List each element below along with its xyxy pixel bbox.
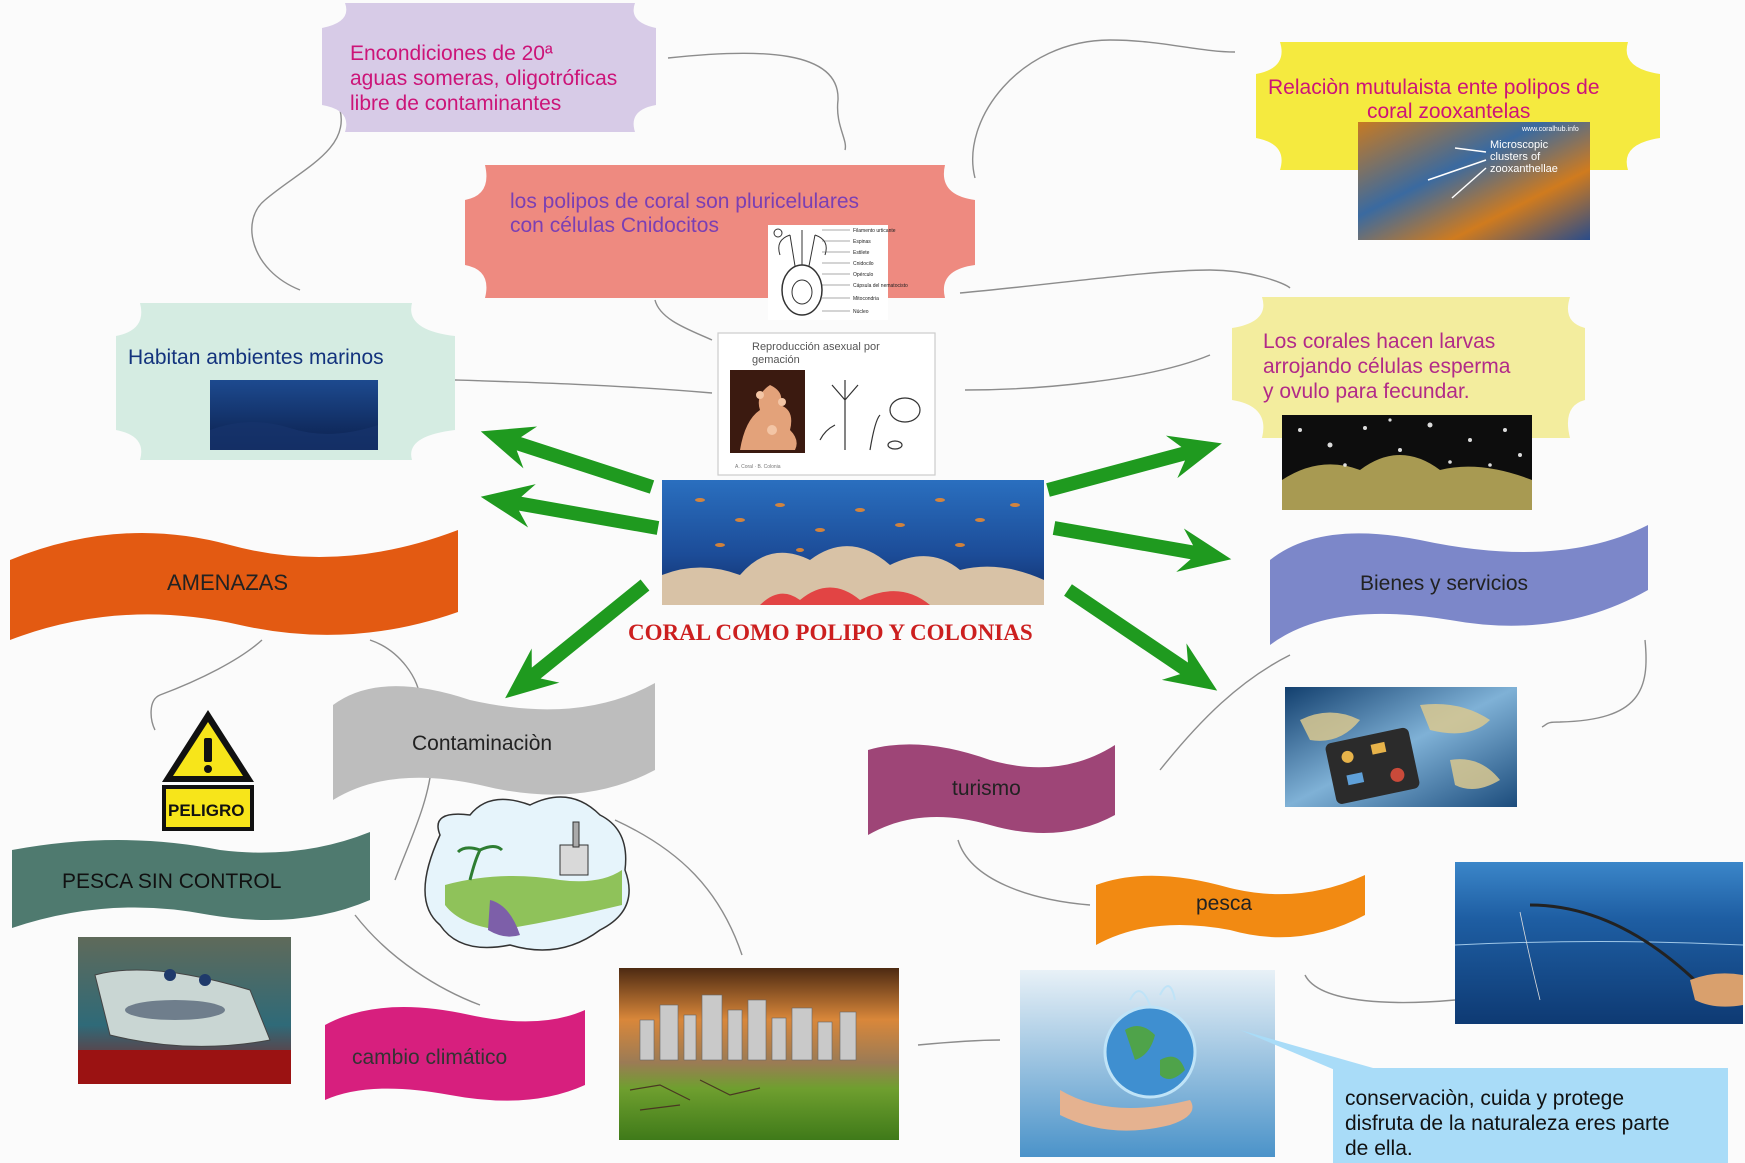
bienes-label: Bienes y servicios: [1360, 572, 1528, 595]
central-coral-photo: [662, 480, 1044, 605]
globe-hands-photo: [1020, 970, 1275, 1157]
svg-text:Relaciòn mutulaista ente polip: Relaciòn mutulaista ente polipos de cora…: [1268, 76, 1605, 123]
habitan-label: Habitan ambientes marinos: [128, 346, 384, 369]
pesca-label: pesca: [1196, 892, 1252, 915]
svg-text:conservaciòn, cuida y protege: conservaciòn, cuida y protege disfruta d…: [1345, 1087, 1675, 1160]
svg-text:Encondiciones de 20ª agu: Encondiciones de 20ª aguas someras, olig…: [350, 42, 623, 115]
fishing-boat-photo: [78, 937, 291, 1084]
node-bienes[interactable]: Bienes y servicios: [1270, 525, 1648, 645]
reproduccion-image: Reproducción asexual por gemación A. Cor…: [717, 332, 936, 476]
conservacion-line: conservaciòn, cuida y protege: [1345, 1087, 1624, 1110]
cnido-label: Cnidocilo: [853, 261, 874, 267]
pesca-sin-control-label: PESCA SIN CONTROL: [62, 870, 281, 893]
cnido-label: Opérculo: [853, 272, 874, 278]
turismo-label: turismo: [952, 777, 1021, 800]
conservacion-line: de ella.: [1345, 1137, 1413, 1160]
larvas-line: y ovulo para fecundar.: [1263, 380, 1470, 403]
larvas-line: arrojando células esperma: [1263, 355, 1511, 378]
zoox-site: www.coralhub.info: [1521, 126, 1579, 133]
node-contaminacion[interactable]: Contaminaciòn: [333, 683, 655, 800]
climate-photo: [619, 968, 899, 1140]
svg-text:Reproducción asexual por: Reproducción asexual por gemación: [752, 341, 883, 366]
node-condiciones[interactable]: Encondiciones de 20ª aguas someras, olig…: [322, 3, 656, 132]
conservacion-line: disfruta de la naturaleza eres parte: [1345, 1112, 1670, 1135]
connector-lines: [150, 39, 1647, 1046]
zooxanthellae-photo: [1358, 122, 1590, 240]
node-mutualismo[interactable]: Relaciòn mutulaista ente polipos de cora…: [1256, 42, 1660, 240]
node-polipos[interactable]: los polipos de coral son pluricelulares …: [465, 165, 975, 298]
amenazas-label: AMENAZAS: [167, 570, 288, 595]
cnido-label: Estilete: [853, 250, 870, 256]
repro-caption: Reproducción asexual por: [752, 341, 880, 353]
node-conservacion[interactable]: conservaciòn, cuida y protege disfruta d…: [1240, 1030, 1728, 1163]
peligro-sign: PELIGRO: [162, 710, 254, 831]
cnido-label: Cápsula del nematocisto: [853, 283, 908, 289]
zoox-caption: clusters of: [1490, 151, 1541, 163]
travel-photo: [1285, 687, 1517, 807]
polipos-line: los polipos de coral son pluricelulares: [510, 190, 859, 213]
zoox-caption: zooxanthellae: [1490, 163, 1558, 175]
condiciones-line: libre de contaminantes: [350, 92, 561, 115]
contaminacion-label: Contaminaciòn: [412, 732, 552, 755]
svg-text:Microscopic clusters of: Microscopic clusters of zooxanthellae: [1490, 139, 1558, 175]
node-habitan[interactable]: Habitan ambientes marinos: [116, 303, 455, 460]
node-cambio-climatico[interactable]: cambio climático: [325, 1007, 585, 1101]
node-pesca[interactable]: pesca: [1096, 875, 1365, 945]
cambio-label: cambio climático: [352, 1046, 507, 1069]
cnido-label: Espinas: [853, 239, 871, 245]
mutualismo-line: coral zooxantelas: [1367, 100, 1530, 123]
mutualismo-line: Relaciòn mutulaista ente polipos de: [1268, 76, 1600, 99]
condiciones-line: Encondiciones de 20ª: [350, 42, 553, 65]
zoox-caption: Microscopic: [1490, 139, 1549, 151]
larvas-line: Los corales hacen larvas: [1263, 330, 1495, 353]
node-pesca-sin-control[interactable]: PESCA SIN CONTROL: [12, 832, 370, 928]
svg-text:los polipos de coral son pluri: los polipos de coral son pluricelulares …: [510, 190, 865, 237]
cnidocito-image: Filamento urticante Espinas Estilete Cni…: [768, 225, 908, 320]
node-amenazas[interactable]: AMENAZAS: [10, 530, 458, 640]
cnido-label: Mitocondria: [853, 296, 879, 302]
condiciones-line: aguas someras, oligotróficas: [350, 67, 617, 90]
polipos-line: con células Cnidocitos: [510, 214, 719, 237]
node-larvas[interactable]: Los corales hacen larvas arrojando célul…: [1232, 297, 1585, 510]
cnido-label: Núcleo: [853, 309, 869, 315]
fishing-rod-photo: [1454, 862, 1744, 1024]
svg-text:A. Coral · B. Colonia: A. Coral · B. Colonia: [735, 464, 781, 470]
cnido-label: Filamento urticante: [853, 228, 896, 234]
peligro-label: PELIGRO: [168, 801, 245, 820]
main-title: CORAL COMO POLIPO Y COLONIAS: [628, 620, 1033, 645]
pollution-illustration: [424, 796, 630, 951]
repro-caption: gemación: [752, 354, 800, 366]
svg-text:Los corales hacen larvas: Los corales hacen larvas arrojando célul…: [1263, 330, 1516, 403]
node-turismo[interactable]: turismo: [868, 744, 1115, 835]
